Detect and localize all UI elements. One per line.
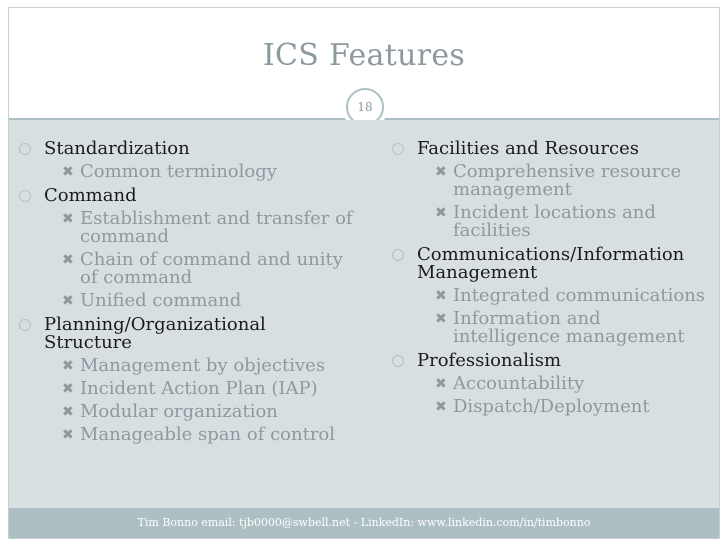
x-bullet-icon: ✖ xyxy=(62,404,74,420)
sub-bullet-item: ✖ Chain of command and unity of command xyxy=(44,251,357,287)
sub-bullet-label: Information and intelligence management xyxy=(453,308,685,347)
sub-bullet-label: Unified command xyxy=(80,290,242,311)
sub-bullet-item: ✖ Comprehensive resource management xyxy=(417,163,712,199)
x-bullet-icon: ✖ xyxy=(435,164,447,180)
sub-bullet-list: ✖ Establishment and transfer of command ✖ C… xyxy=(44,210,357,310)
slide-title: ICS Features xyxy=(262,38,466,73)
sub-bullet-list: ✖ Accountability ✖ Dispatch/Deployment xyxy=(417,375,712,416)
sub-bullet-label: Incident Action Plan (IAP) xyxy=(80,378,318,399)
bullet-label: Planning/Organizational Structure xyxy=(44,314,266,353)
x-bullet-icon: ✖ xyxy=(62,427,74,443)
bullet-label: Command xyxy=(44,185,137,206)
x-bullet-icon: ✖ xyxy=(435,376,447,392)
sub-bullet-item: ✖ Integrated communications xyxy=(417,287,712,305)
circle-bullet-icon xyxy=(392,249,404,261)
slide-frame: ICS Features 18 Standardization✖Common t… xyxy=(8,7,720,539)
sub-bullet-item: ✖ Unified command xyxy=(44,292,357,310)
circle-bullet-icon xyxy=(19,143,31,155)
sub-bullet-label: Comprehensive resource management xyxy=(453,161,682,200)
sub-bullet-item: ✖ Incident locations and facilities xyxy=(417,204,712,240)
x-bullet-icon: ✖ xyxy=(62,252,74,268)
sub-bullet-label: Common terminology xyxy=(80,161,277,182)
bullet-label: Professionalism xyxy=(417,350,562,371)
x-bullet-icon: ✖ xyxy=(62,164,74,180)
sub-bullet-item: ✖ Dispatch/Deployment xyxy=(417,398,712,416)
x-bullet-icon: ✖ xyxy=(62,381,74,397)
footer-text: Tim Bonno email: tjb0000@swbell.net - Li… xyxy=(137,516,591,529)
bullet-item: Communications/Information Management ✖ In… xyxy=(390,246,712,346)
sub-bullet-label: Integrated communications xyxy=(453,285,706,306)
circle-bullet-icon xyxy=(392,355,404,367)
sub-bullet-label: Dispatch/Deployment xyxy=(453,396,650,417)
sub-bullet-item: ✖ Establishment and transfer of command xyxy=(44,210,357,246)
sub-bullet-label: Modular organization xyxy=(80,401,278,422)
bullet-item: Professionalism ✖ Accountability ✖ Dispatch/… xyxy=(390,352,712,416)
bullet-item: Planning/Organizational Structure ✖ Manage… xyxy=(17,316,357,444)
sub-bullet-item: ✖ Incident Action Plan (IAP) xyxy=(44,380,357,398)
bullet-label: Facilities and Resources xyxy=(417,138,639,159)
sub-bullet-item: ✖ Common terminology xyxy=(44,163,357,181)
sub-bullet-item: ✖ Information and intelligence management xyxy=(417,310,712,346)
x-bullet-icon: ✖ xyxy=(62,211,74,227)
circle-bullet-icon xyxy=(392,143,404,155)
sub-bullet-item: ✖ Accountability xyxy=(417,375,712,393)
sub-bullet-list: ✖ Common terminology xyxy=(44,163,357,181)
x-bullet-icon: ✖ xyxy=(435,205,447,221)
circle-bullet-icon xyxy=(19,319,31,331)
x-bullet-icon: ✖ xyxy=(435,311,447,327)
slide-footer: Tim Bonno email: tjb0000@swbell.net - Li… xyxy=(9,508,719,538)
sub-bullet-label: Accountability xyxy=(453,373,585,394)
sub-bullet-label: Incident locations and facilities xyxy=(453,202,656,241)
sub-bullet-label: Chain of command and unity of command xyxy=(80,249,343,288)
sub-bullet-item: ✖ Management by objectives xyxy=(44,357,357,375)
circle-bullet-icon xyxy=(19,190,31,202)
x-bullet-icon: ✖ xyxy=(62,293,74,309)
bullet-item: Standardization ✖ Common terminology xyxy=(17,140,357,181)
x-bullet-icon: ✖ xyxy=(435,288,447,304)
bullet-label: Standardization xyxy=(44,138,190,159)
sub-bullet-list: ✖ Management by objectives ✖ Incident Actio… xyxy=(44,357,357,444)
sub-bullet-label: Establishment and transfer of command xyxy=(80,208,353,247)
x-bullet-icon: ✖ xyxy=(435,399,447,415)
bullet-label: Communications/Information Management xyxy=(417,244,685,283)
x-bullet-icon: ✖ xyxy=(62,358,74,374)
sub-bullet-list: ✖ Integrated communications ✖ Information a… xyxy=(417,287,712,346)
sub-bullet-label: Management by objectives xyxy=(80,355,326,376)
sub-bullet-item: ✖ Manageable span of control xyxy=(44,426,357,444)
sub-bullet-item: ✖ Modular organization xyxy=(44,403,357,421)
sub-bullet-label: Manageable span of control xyxy=(80,424,336,445)
bullet-item: Facilities and Resources ✖ Comprehensive r… xyxy=(390,140,712,240)
right-bullet-list: Facilities and Resources ✖ Comprehensive r… xyxy=(390,140,712,416)
sub-bullet-list: ✖ Comprehensive resource management ✖ Incid… xyxy=(417,163,712,240)
right-column: Facilities and Resources ✖ Comprehensive r… xyxy=(390,140,712,422)
bullet-item: Command ✖ Establishment and transfer of co… xyxy=(17,187,357,310)
